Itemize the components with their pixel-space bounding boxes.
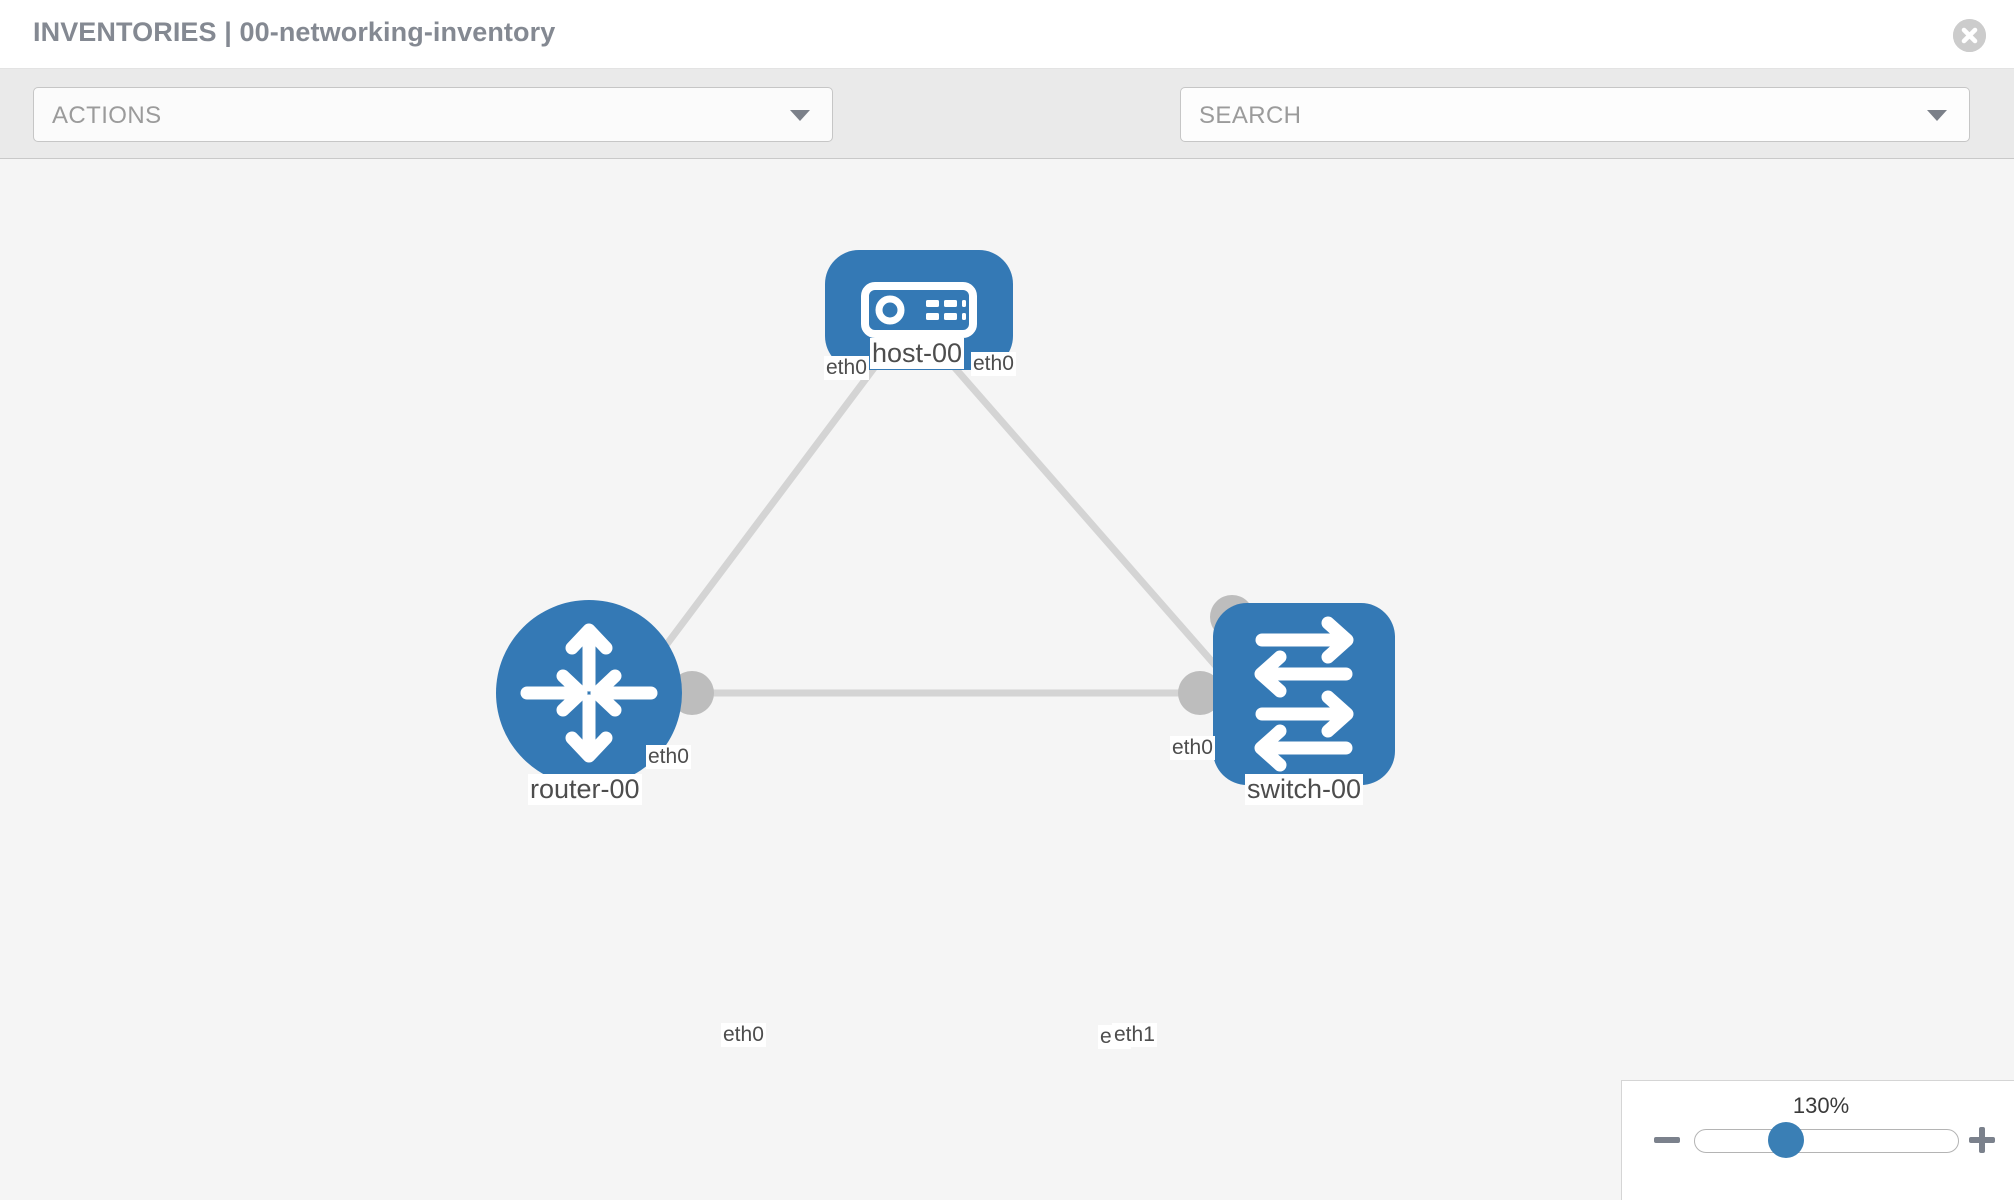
zoom-level-value: 130% bbox=[1792, 1093, 1850, 1118]
edge-host-switch bbox=[945, 357, 1253, 708]
topology-canvas[interactable]: host-00 router-00 switch-00 eth0 eth0 et… bbox=[0, 160, 2014, 1200]
chevron-down-icon bbox=[790, 109, 810, 121]
switch-arrows-icon bbox=[1254, 616, 1354, 772]
close-icon[interactable] bbox=[1953, 19, 1986, 52]
search-placeholder: SEARCH bbox=[1199, 102, 1302, 129]
zoom-control-panel: 130% bbox=[1621, 1080, 2014, 1200]
page-title: INVENTORIES | 00-networking-inventory bbox=[33, 17, 556, 47]
connector-switch-left bbox=[1178, 671, 1222, 715]
chevron-down-icon bbox=[1927, 109, 1947, 121]
zoom-out-button[interactable] bbox=[1652, 1125, 1682, 1155]
zoom-in-button[interactable] bbox=[1967, 1125, 1997, 1155]
node-label-router-00: router-00 bbox=[528, 774, 642, 805]
zoom-slider-thumb[interactable] bbox=[1768, 1122, 1804, 1158]
node-label-switch-00: switch-00 bbox=[1245, 774, 1364, 805]
edge-label-switch-left-b: eth1 bbox=[1112, 1023, 1157, 1047]
node-label-host-00: host-00 bbox=[870, 338, 965, 369]
edge-label-router-right: eth0 bbox=[721, 1023, 766, 1047]
router-arrows-icon bbox=[520, 623, 658, 763]
actions-dropdown-label: ACTIONS bbox=[52, 102, 162, 129]
node-router-00 bbox=[496, 600, 682, 786]
edge-label-router-uplink: eth0 bbox=[646, 745, 691, 769]
edge-label-switch-uplink: eth0 bbox=[1170, 736, 1215, 760]
toolbar: ACTIONS SEARCH bbox=[0, 69, 2014, 204]
page-header: INVENTORIES | 00-networking-inventory bbox=[0, 0, 2014, 69]
edge-label-host-left: eth0 bbox=[824, 356, 869, 380]
server-icon bbox=[861, 282, 977, 338]
edge-label-host-right: eth0 bbox=[971, 352, 1016, 376]
actions-dropdown[interactable]: ACTIONS bbox=[33, 87, 833, 142]
node-switch-00 bbox=[1213, 603, 1395, 785]
search-input[interactable]: SEARCH bbox=[1180, 87, 1970, 142]
zoom-slider[interactable] bbox=[1694, 1129, 1959, 1153]
topology-edges bbox=[622, 357, 1253, 708]
